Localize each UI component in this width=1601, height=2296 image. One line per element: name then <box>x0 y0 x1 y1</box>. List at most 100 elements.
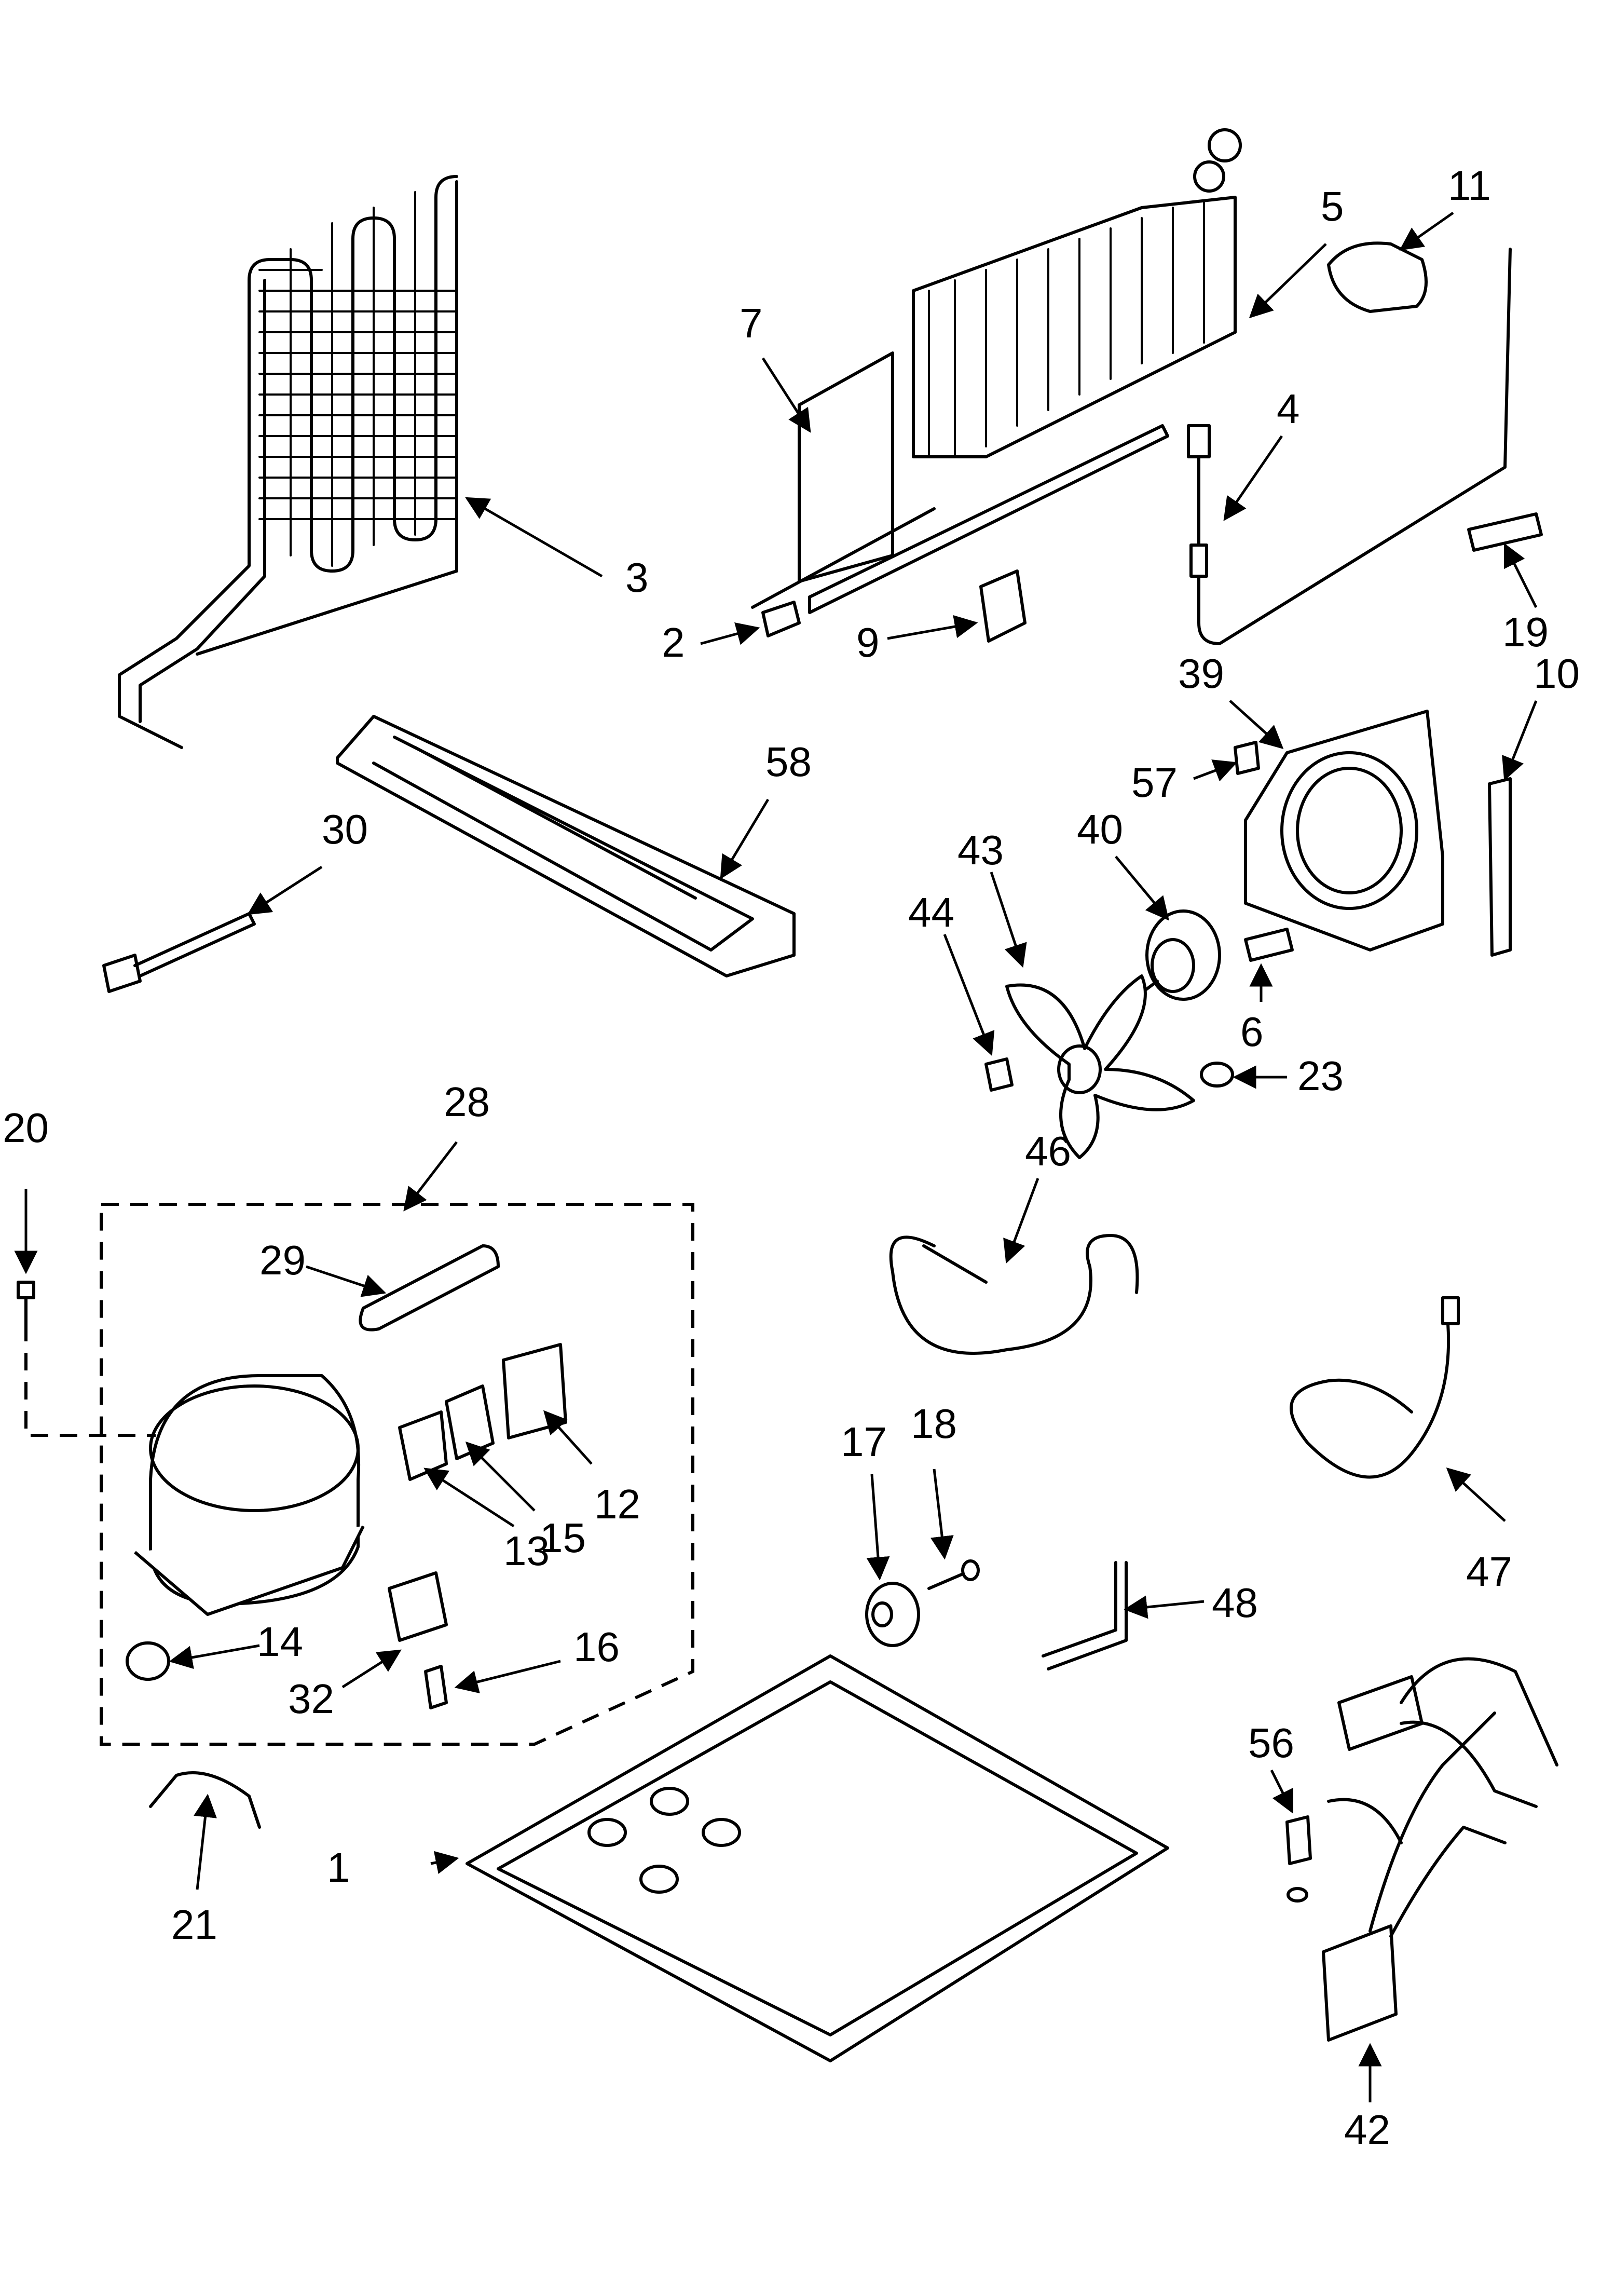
leader-4 <box>1223 435 1283 521</box>
leader-43 <box>990 872 1027 968</box>
fan-motor-40-part <box>1135 909 1221 1001</box>
cap-11-part <box>1327 241 1428 313</box>
leader-13 <box>423 1468 515 1528</box>
strip-10-part <box>1488 777 1512 957</box>
condenser-coil-part <box>118 175 458 749</box>
callout-1: 1 <box>327 1844 350 1891</box>
callout-7: 7 <box>740 300 763 346</box>
callout-43: 43 <box>957 827 1004 873</box>
base-frame-1-part <box>466 1654 1169 2062</box>
drier-29-part <box>359 1244 500 1332</box>
callout-15: 15 <box>540 1515 586 1561</box>
leader-lines <box>14 211 1538 2102</box>
callout-14: 14 <box>257 1619 303 1665</box>
leader-32 <box>341 1649 402 1689</box>
callout-42: 42 <box>1344 2107 1390 2153</box>
leader-56 <box>1270 1769 1294 1814</box>
callout-46: 46 <box>1025 1128 1071 1174</box>
clip-19-part <box>1467 512 1543 552</box>
pin-18-part <box>927 1559 980 1590</box>
leader-47 <box>1446 1467 1506 1522</box>
spring-21-part <box>149 1771 261 1829</box>
callout-58: 58 <box>765 739 812 785</box>
leader-5 <box>1249 243 1327 319</box>
wire-47-part <box>1290 1296 1460 1479</box>
pipe-48-part <box>1042 1561 1128 1670</box>
callout-56: 56 <box>1248 1720 1294 1766</box>
callout-11: 11 <box>1448 162 1491 209</box>
screw-57-part <box>1234 741 1260 775</box>
leader-39 <box>1229 700 1284 750</box>
leader-1 <box>430 1851 459 1874</box>
callout-5: 5 <box>1321 183 1344 229</box>
evaporator-assembly-part <box>751 128 1242 614</box>
callout-20: 20 <box>3 1105 49 1151</box>
screw-56-part <box>1285 1815 1312 1903</box>
callout-13: 13 <box>503 1528 550 1574</box>
leader-12 <box>543 1410 593 1465</box>
callout-6: 6 <box>1240 1009 1264 1055</box>
callout-2: 2 <box>662 619 685 665</box>
fan-shroud-39-part <box>1244 710 1444 952</box>
leader-10 <box>1502 700 1538 781</box>
leader-7 <box>761 357 811 433</box>
callout-labels: 3 2 9 7 5 11 4 19 10 39 57 58 30 40 43 4… <box>3 162 1580 2153</box>
callout-23: 23 <box>1297 1053 1344 1099</box>
callout-4: 4 <box>1277 386 1300 432</box>
leader-46 <box>1003 1178 1039 1264</box>
leader-14 <box>169 1644 260 1669</box>
callout-40: 40 <box>1077 806 1123 852</box>
capacitor-32-part <box>388 1571 448 1642</box>
leader-29 <box>306 1265 387 1297</box>
grommet-14-part <box>126 1641 170 1681</box>
clip-9-part <box>979 569 1027 643</box>
leader-2 <box>700 622 760 645</box>
leader-16 <box>454 1660 561 1694</box>
leader-40 <box>1115 855 1169 921</box>
callout-19: 19 <box>1502 609 1549 655</box>
leader-15 <box>465 1441 536 1512</box>
compressor-part <box>134 1374 365 1616</box>
leader-19 <box>1503 542 1538 608</box>
callout-47: 47 <box>1466 1548 1512 1595</box>
compressor-kit-28-boundary <box>24 1203 694 1746</box>
leader-58 <box>720 798 770 879</box>
callout-18: 18 <box>911 1401 957 1447</box>
leader-48 <box>1124 1595 1205 1619</box>
callout-10: 10 <box>1534 650 1580 697</box>
leader-3 <box>465 497 603 578</box>
callout-28: 28 <box>444 1079 490 1125</box>
screw-6-part <box>1244 928 1294 962</box>
leader-17 <box>866 1474 890 1581</box>
callout-30: 30 <box>322 806 368 852</box>
wire-harness-42-part <box>1322 1657 1558 2042</box>
callout-39: 39 <box>1178 650 1224 697</box>
callout-32: 32 <box>288 1676 334 1722</box>
callout-17: 17 <box>841 1419 887 1465</box>
screw-16-part <box>424 1665 448 1709</box>
fan-blade-43-part <box>1005 974 1195 1159</box>
callout-16: 16 <box>573 1624 620 1670</box>
screw-20-part <box>17 1281 35 1325</box>
roller-17-part <box>865 1582 920 1647</box>
callout-44: 44 <box>908 889 954 935</box>
terminal-13-part <box>398 1410 448 1481</box>
leader-11 <box>1399 211 1454 251</box>
callout-21: 21 <box>171 1901 217 1948</box>
nut-23-part <box>1200 1062 1234 1088</box>
leader-21 <box>194 1794 217 1890</box>
drain-pan-58-part <box>336 715 796 977</box>
callout-57: 57 <box>1131 759 1178 806</box>
callout-12: 12 <box>594 1481 640 1527</box>
callout-48: 48 <box>1212 1580 1258 1626</box>
callout-29: 29 <box>259 1237 306 1283</box>
cable-tie-30-part <box>102 912 256 993</box>
sensor-4-part <box>1187 248 1512 645</box>
callout-3: 3 <box>625 554 649 601</box>
tube-46-part <box>889 1234 1139 1355</box>
clip-44-part <box>984 1057 1014 1092</box>
screw-2-part <box>761 601 801 637</box>
leader-57 <box>1193 759 1238 782</box>
leader-30 <box>247 865 323 915</box>
